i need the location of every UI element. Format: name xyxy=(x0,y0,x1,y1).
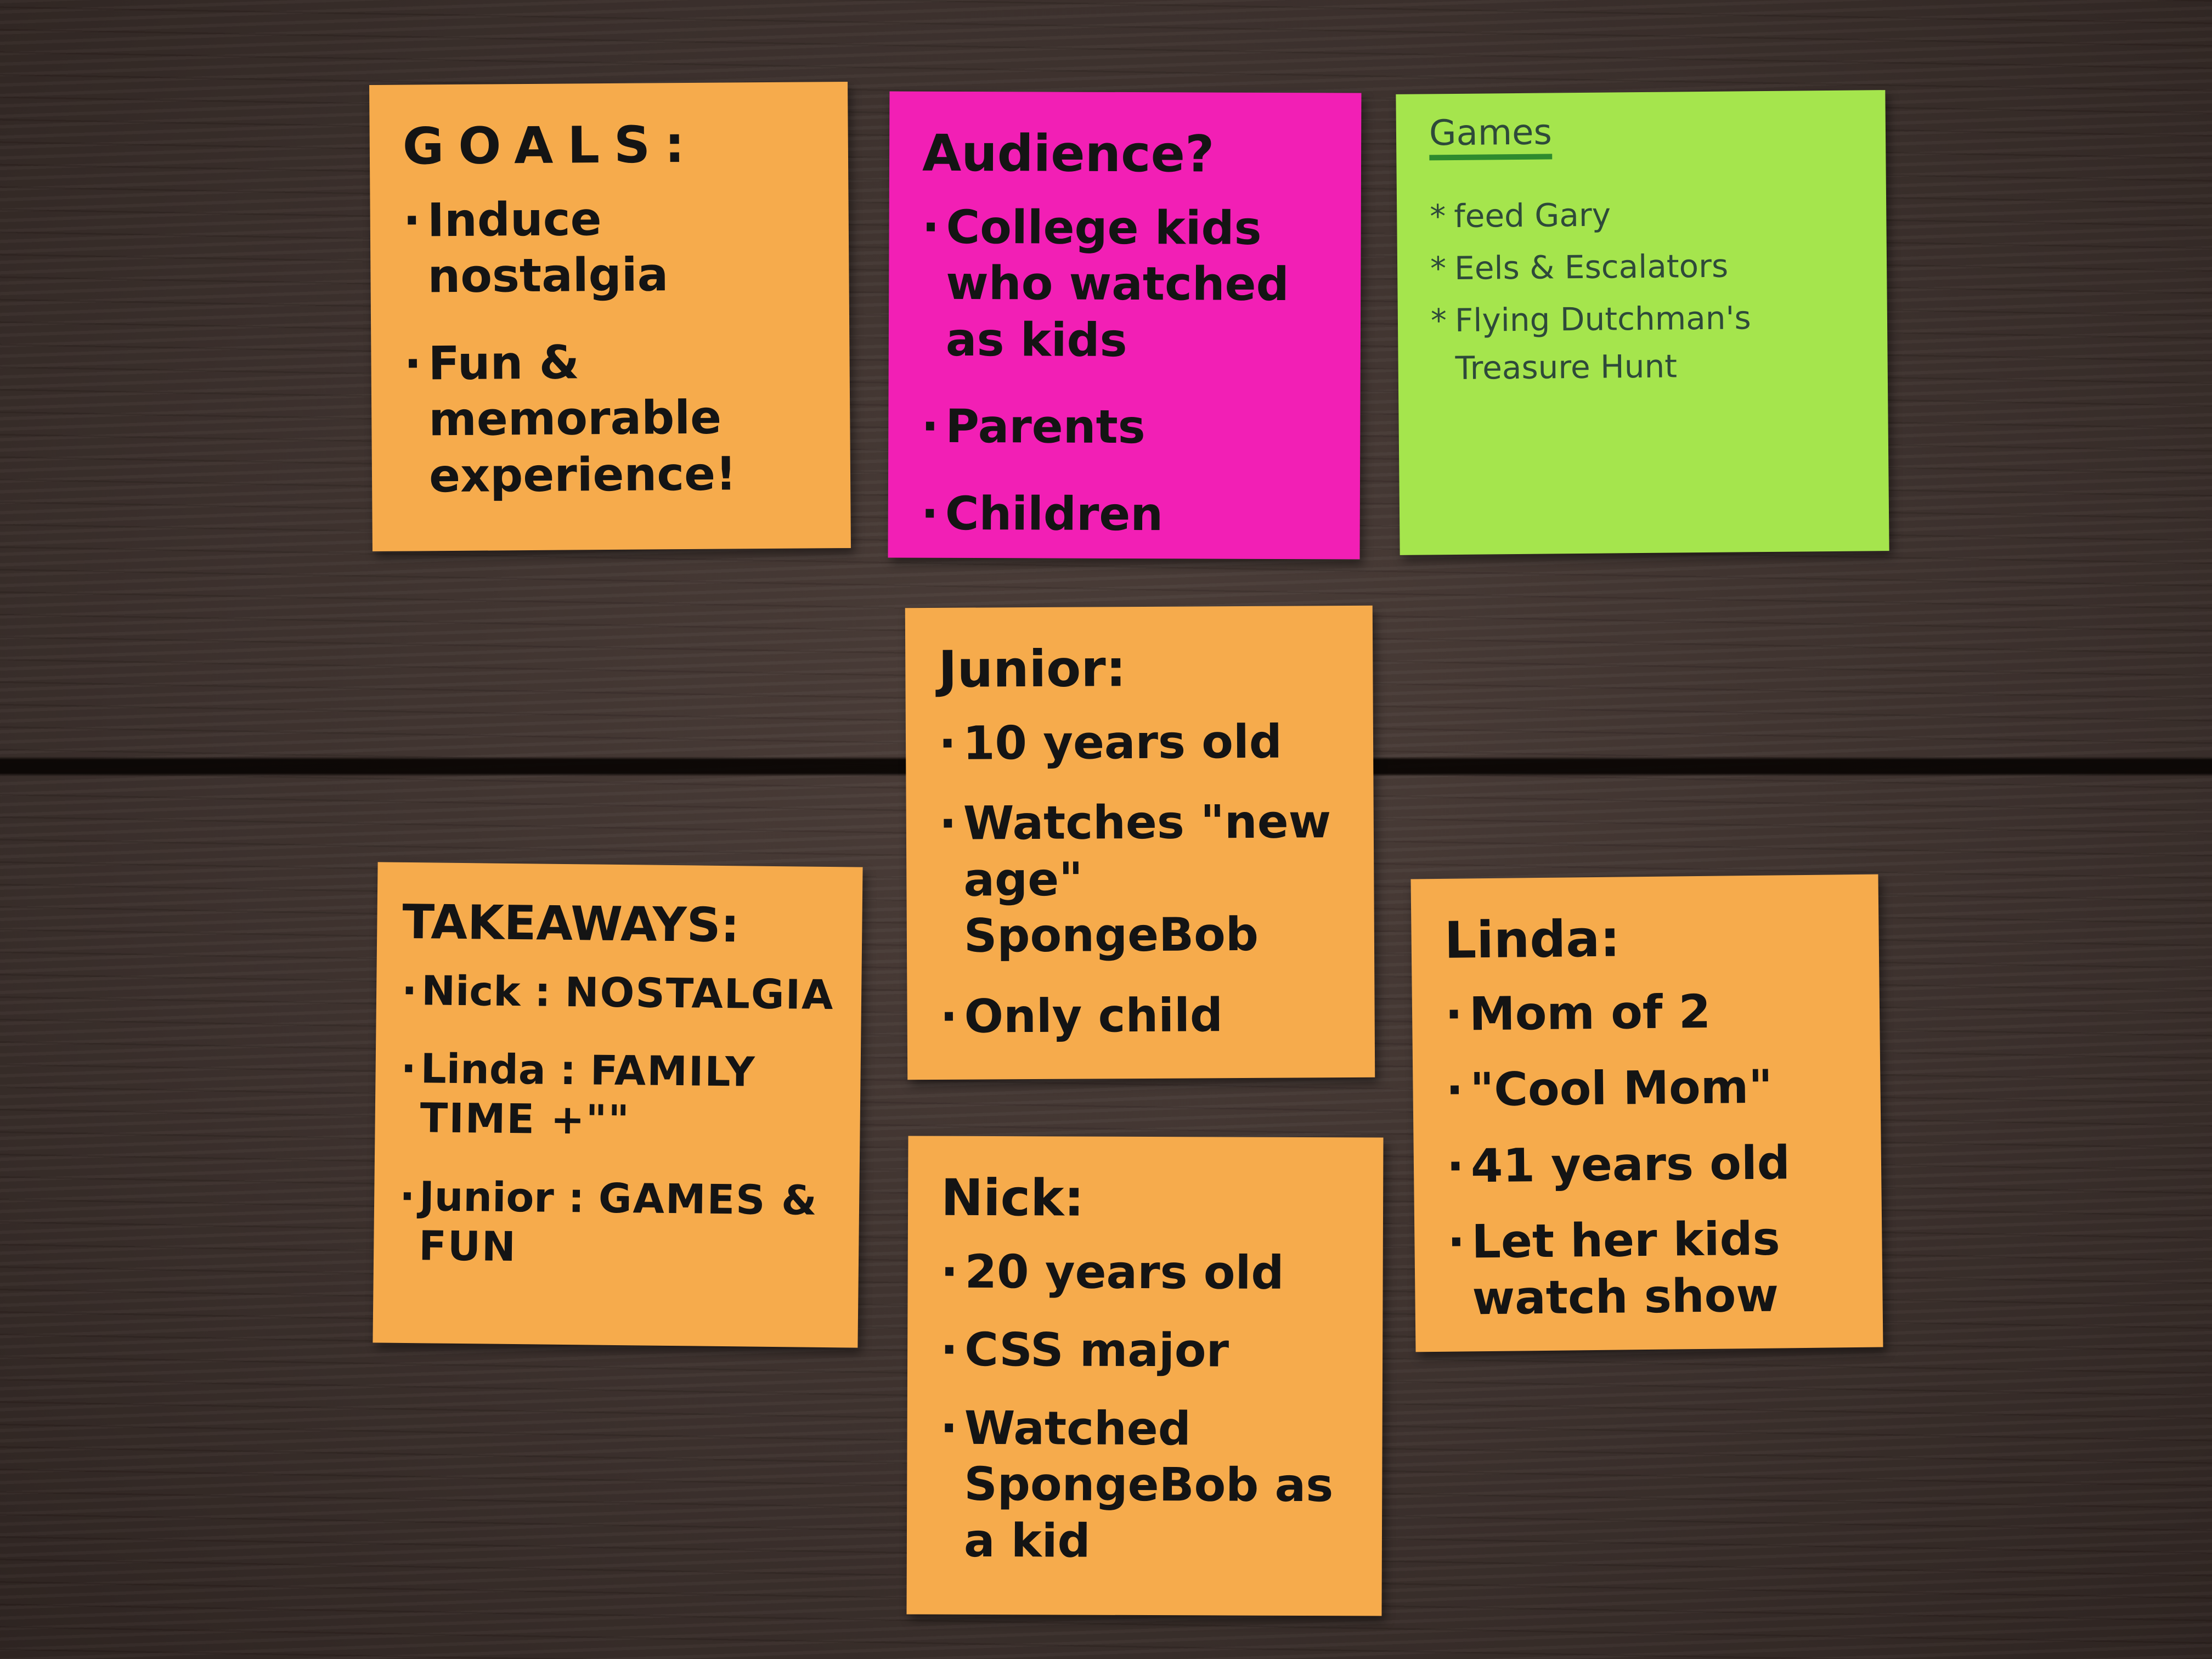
list-item: Let her kids watch show xyxy=(1447,1210,1861,1327)
list-item: Eels & Escalators xyxy=(1430,241,1865,292)
sticky-note-linda: Linda: Mom of 2 "Cool Mom" 41 years old … xyxy=(1410,874,1883,1352)
note-title-junior: Junior: xyxy=(938,639,1126,699)
list-item: feed Gary xyxy=(1430,189,1865,240)
sticky-note-junior: Junior: 10 years old Watches "new age" S… xyxy=(905,605,1375,1080)
note-title-audience: Audience? xyxy=(922,123,1215,184)
sticky-note-takeaways: TAKEAWAYS: Nick : NOSTALGIA Linda : FAMI… xyxy=(373,862,863,1348)
list-item: "Cool Mom" xyxy=(1446,1058,1859,1118)
list-item: 20 years old xyxy=(940,1243,1361,1301)
list-item: Induce nostalgia xyxy=(403,189,827,304)
list-item: Watched SpongeBob as a kid xyxy=(940,1400,1361,1570)
note-list-audience: College kids who watched as kids Parents… xyxy=(921,199,1339,543)
list-item: Watches "new age" SpongeBob xyxy=(939,793,1353,964)
takeaway-name: Nick xyxy=(421,967,521,1016)
note-list-junior: 10 years old Watches "new age" SpongeBob… xyxy=(939,713,1353,1045)
list-item: Only child xyxy=(940,986,1353,1045)
note-list-goals: Induce nostalgia Fun & memorable experie… xyxy=(403,189,828,504)
note-title-takeaways: TAKEAWAYS: xyxy=(402,894,740,953)
note-list-takeaways: Nick : NOSTALGIA Linda : FAMILY TIME +""… xyxy=(399,966,840,1276)
list-item: Linda : FAMILY TIME +"" xyxy=(400,1044,839,1148)
takeaway-value: NOSTALGIA xyxy=(565,968,834,1019)
takeaway-name: Linda xyxy=(420,1045,546,1094)
note-title-linda: Linda: xyxy=(1444,909,1621,970)
takeaway-name: Junior xyxy=(419,1172,555,1222)
sticky-note-goals: GOALS: Induce nostalgia Fun & memorable … xyxy=(369,81,851,552)
list-item: 41 years old xyxy=(1446,1134,1859,1194)
note-list-linda: Mom of 2 "Cool Mom" 41 years old Let her… xyxy=(1445,982,1861,1327)
list-item: Children xyxy=(921,485,1338,543)
sticky-note-games: Games feed Gary Eels & Escalators Flying… xyxy=(1396,90,1889,555)
list-item: Junior : GAMES & FUN xyxy=(399,1172,838,1276)
note-title-goals: GOALS: xyxy=(402,115,699,176)
list-item: Parents xyxy=(921,398,1338,456)
sticky-note-nick: Nick: 20 years old CSS major Watched Spo… xyxy=(906,1136,1384,1616)
note-list-games: feed Gary Eels & Escalators Flying Dutch… xyxy=(1430,189,1866,392)
list-item: College kids who watched as kids xyxy=(922,199,1339,369)
list-item: Nick : NOSTALGIA xyxy=(402,966,840,1020)
list-item: Fun & memorable experience! xyxy=(404,332,828,504)
note-title-games: Games xyxy=(1429,112,1553,154)
note-title-nick: Nick: xyxy=(940,1168,1085,1228)
list-item: Mom of 2 xyxy=(1445,982,1858,1042)
list-item: 10 years old xyxy=(939,713,1352,771)
note-list-nick: 20 years old CSS major Watched SpongeBob… xyxy=(940,1243,1361,1570)
sticky-note-audience: Audience? College kids who watched as ki… xyxy=(888,91,1362,560)
list-item: CSS major xyxy=(940,1322,1361,1379)
list-item: Flying Dutchman's Treasure Hunt xyxy=(1431,293,1866,392)
